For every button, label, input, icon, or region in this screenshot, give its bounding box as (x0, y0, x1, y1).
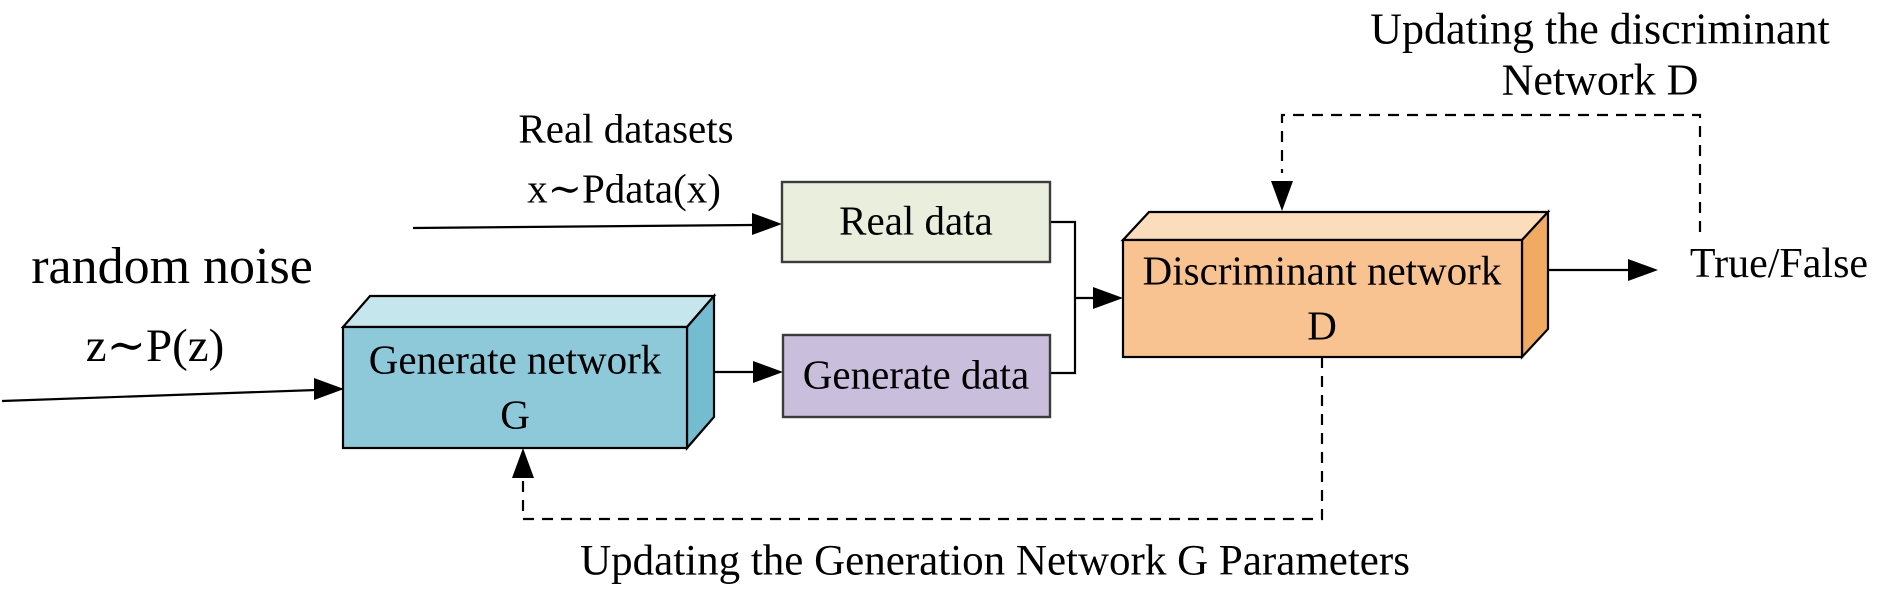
true-false-output-label: True/False (1689, 240, 1869, 287)
update-generator-dashed-path (521, 357, 1324, 521)
noise-to-generator-line (1, 388, 317, 403)
realdatasets-to-realdata-arrowhead-icon (752, 213, 782, 235)
real-data-box (780, 180, 1052, 264)
generator-box-label: Generate network G (369, 333, 662, 444)
discriminator-box (1120, 209, 1551, 360)
update-discriminator-dashed-path (1280, 113, 1702, 232)
generator-box-label-line1: Generate network (368, 336, 662, 383)
generate-data-box (781, 333, 1052, 419)
discriminator-box-top-face (1120, 210, 1551, 242)
noise-to-generator-arrowhead-icon (314, 378, 344, 400)
generator-box (340, 293, 717, 451)
generator-box-label-line2: G (500, 392, 530, 438)
generator-to-generatedata-arrowhead-icon (753, 361, 783, 383)
update-discriminator-note-line2: Network D (1501, 55, 1699, 104)
generator-box-front-face (341, 325, 689, 450)
discriminator-box-label: Discriminant network D (1143, 244, 1502, 355)
real-datasets-label: Real datasets (518, 105, 734, 152)
real-data-box-label: Real data (839, 197, 993, 244)
random-noise-label: random noise (31, 238, 313, 296)
realdatasets-to-realdata-line (412, 223, 753, 230)
generate-data-box-label: Generate data (802, 351, 1030, 398)
generator-box-top-face (340, 294, 717, 329)
update-generator-note: Updating the Generation Network G Parame… (580, 537, 1410, 585)
merge-to-discriminator-arrowhead-icon (1093, 287, 1123, 309)
real-distribution-label: x∼Pdata(x) (527, 165, 721, 212)
update-generator-arrowhead-icon (512, 448, 534, 478)
noise-distribution-label: z∼P(z) (85, 319, 225, 372)
update-discriminator-note: Updating the discriminant Network D (1370, 4, 1829, 105)
discriminator-box-front-face (1121, 238, 1524, 359)
discriminator-box-label-line1: Discriminant network (1142, 247, 1502, 294)
update-discriminator-note-line1: Updating the discriminant (1370, 4, 1830, 54)
discriminator-box-label-line2: D (1307, 303, 1337, 349)
update-discriminator-arrowhead-icon (1271, 181, 1293, 211)
data-merge-bracket (1050, 220, 1077, 375)
discriminator-to-output-arrowhead-icon (1628, 259, 1658, 281)
